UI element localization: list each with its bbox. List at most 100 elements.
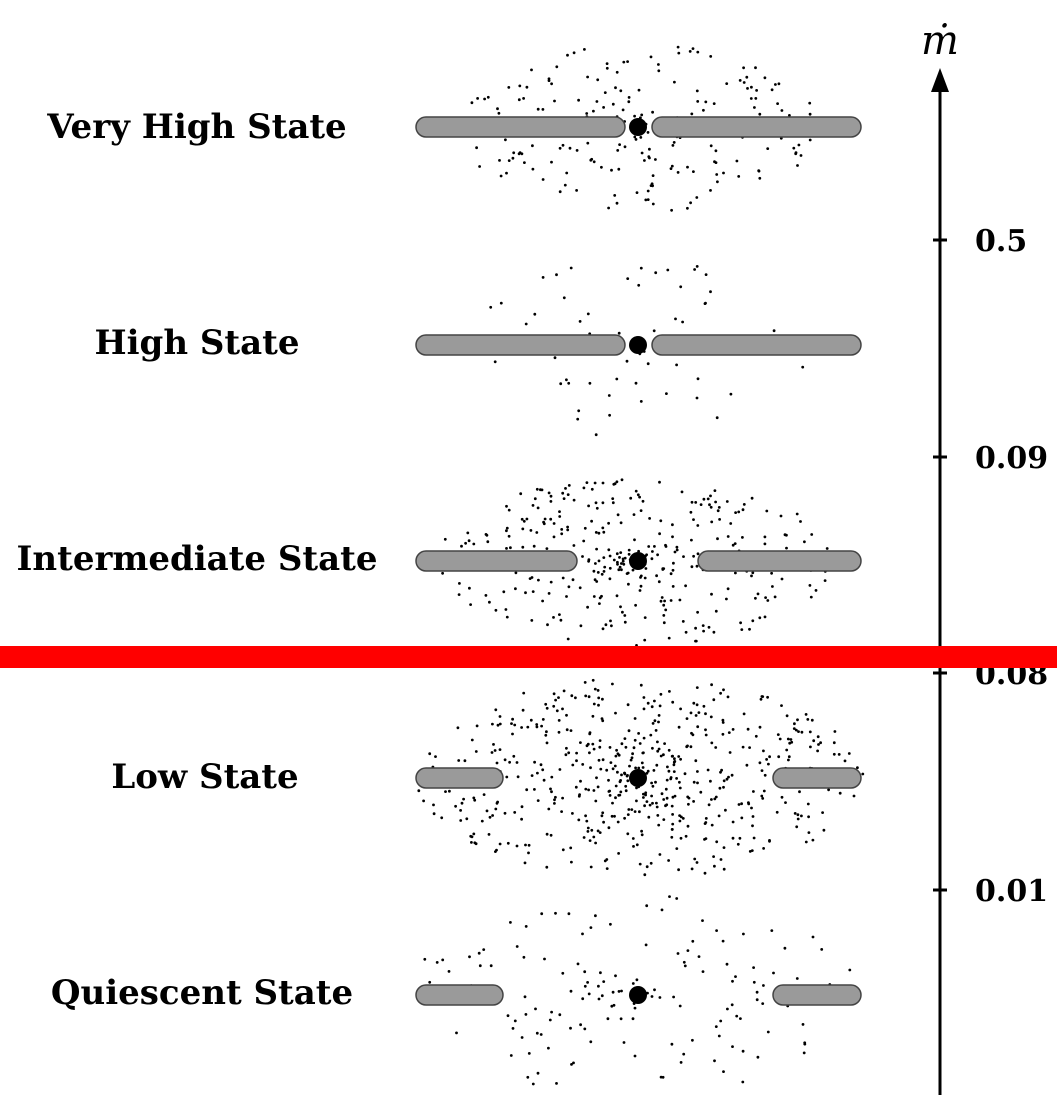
corona-dot (549, 787, 552, 791)
corona-dot (572, 498, 576, 502)
corona-dot (574, 696, 577, 700)
corona-dot (656, 740, 659, 744)
corona-dot (490, 751, 494, 754)
corona-dot (601, 627, 605, 631)
corona-dot (588, 731, 592, 734)
corona-dot (655, 574, 658, 578)
corona-dot (701, 624, 705, 627)
corona-dot (691, 939, 695, 943)
corona-dot (796, 718, 799, 722)
corona-dot (536, 107, 540, 111)
corona-dot (722, 867, 726, 871)
corona-dot (659, 1075, 663, 1079)
corona-dot (690, 867, 694, 871)
corona-dot (619, 89, 623, 93)
corona-dot (675, 363, 678, 367)
corona-dot (686, 165, 689, 169)
corona-dot (704, 821, 708, 824)
corona-dot (617, 167, 621, 171)
corona-dot (708, 503, 711, 507)
corona-dot (803, 540, 806, 544)
corona-dot (569, 846, 573, 850)
corona-dot (635, 799, 638, 803)
corona-dot (795, 825, 799, 829)
corona-dot (695, 89, 699, 93)
corona-dot (715, 416, 719, 420)
corona-dot (718, 786, 722, 790)
corona-dot (505, 615, 509, 619)
corona-dot (633, 135, 637, 139)
corona-dot (627, 582, 630, 586)
corona-dot (660, 792, 664, 796)
corona-dot (608, 746, 612, 749)
corona-dot (586, 312, 590, 316)
corona-dot (539, 488, 542, 492)
corona-dot (662, 567, 666, 570)
corona-dot (520, 152, 524, 156)
corona-dot (672, 770, 676, 773)
corona-dot (820, 948, 824, 951)
corona-dot (627, 552, 631, 556)
corona-dot (761, 1002, 765, 1005)
corona-dot (670, 835, 674, 839)
corona-dot (525, 85, 529, 89)
corona-dot (690, 538, 693, 542)
corona-dot (598, 745, 602, 749)
corona-dot (626, 277, 630, 280)
tick-label-0-5: 0.5 (975, 224, 1027, 259)
corona-dot (583, 984, 587, 988)
corona-dot (699, 503, 703, 506)
corona-dot (808, 138, 812, 142)
corona-dot (654, 780, 657, 784)
corona-dot (752, 966, 755, 969)
corona-dot (637, 283, 641, 287)
corona-dot (531, 504, 535, 507)
corona-dot (722, 779, 726, 783)
corona-dot (734, 571, 737, 575)
corona-dot (664, 787, 668, 791)
corona-dot (800, 814, 803, 818)
corona-dot (696, 524, 700, 527)
corona-dot (746, 727, 750, 731)
corona-dot (517, 98, 521, 102)
corona-dot (652, 329, 656, 333)
corona-dot (486, 95, 490, 99)
corona-dot (741, 745, 745, 749)
corona-dot (759, 697, 763, 701)
corona-dot (615, 201, 619, 205)
corona-dot (795, 977, 799, 980)
corona-dot (604, 623, 608, 627)
corona-dot (615, 377, 619, 381)
corona-dot (586, 75, 589, 79)
corona-dot (725, 500, 729, 503)
corona-dot (434, 755, 437, 758)
corona-dot (816, 735, 820, 739)
corona-dot (480, 819, 484, 823)
corona-dot (577, 818, 581, 822)
corona-dot (756, 592, 760, 596)
corona-dot (647, 155, 651, 159)
corona-dot (506, 1014, 510, 1018)
corona-dot (579, 1023, 582, 1027)
corona-dot (644, 943, 648, 947)
corona-dot (541, 718, 545, 721)
corona-dot (680, 490, 684, 494)
corona-dot (571, 763, 575, 767)
corona-dot (441, 958, 445, 962)
corona-dot (590, 157, 594, 161)
corona-dot (584, 694, 588, 698)
corona-dot (657, 63, 660, 66)
corona-dot (690, 731, 693, 735)
corona-dot (498, 722, 502, 726)
corona-dot (620, 742, 624, 746)
corona-dot (621, 610, 624, 614)
corona-dot (808, 730, 812, 734)
corona-dot (555, 1082, 558, 1085)
corona-dot (478, 165, 481, 168)
corona-dot (590, 519, 593, 523)
corona-dot (722, 688, 725, 692)
corona-dot (773, 595, 777, 599)
corona-dot (541, 178, 545, 181)
corona-dot (713, 1059, 716, 1063)
